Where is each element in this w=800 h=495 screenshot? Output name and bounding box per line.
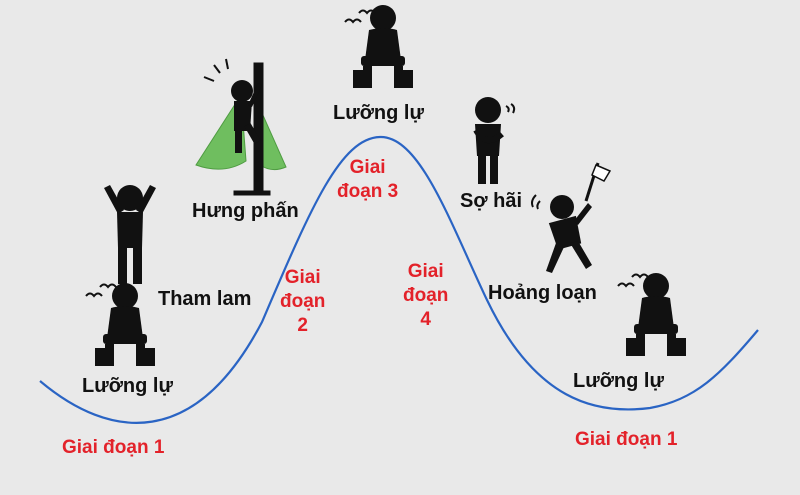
panic-white-flag-figure-icon [531,162,612,273]
climbing-caped-figure-icon [195,58,287,196]
emotion-label-panic: Hoảng loạn [488,282,597,304]
emotion-label-right-hesitation: Lưỡng lự [573,370,664,392]
worry-marks-icon [85,283,117,297]
stage-label-2: Giai đoạn 2 [280,267,326,336]
emotion-label-greed: Tham lam [158,288,252,310]
emotion-label-left-hesitation: Lưỡng lự [82,375,173,397]
emotion-label-fear: Sợ hãi [460,190,523,212]
tremble-marks-icon [505,103,516,114]
hesitant-seated-figure-icon [626,273,686,356]
hesitant-seated-figure-icon [353,5,413,88]
emotion-label-excitement: Hưng phấn [192,200,299,222]
stage-label-4: Giai đoạn 4 [403,261,449,330]
hesitant-seated-figure-icon [95,283,155,366]
stage-label-1-right: Giai đoạn 1 [575,429,678,450]
emotion-label-top-hesitation: Lưỡng lự [333,102,424,124]
stage-label-3: Giai đoạn 3 [337,157,399,202]
arms-raised-figure-icon [104,185,156,284]
cycle-curve [39,135,759,424]
scared-figure-icon [473,97,504,184]
stage-label-1-left: Giai đoạn 1 [62,437,165,458]
